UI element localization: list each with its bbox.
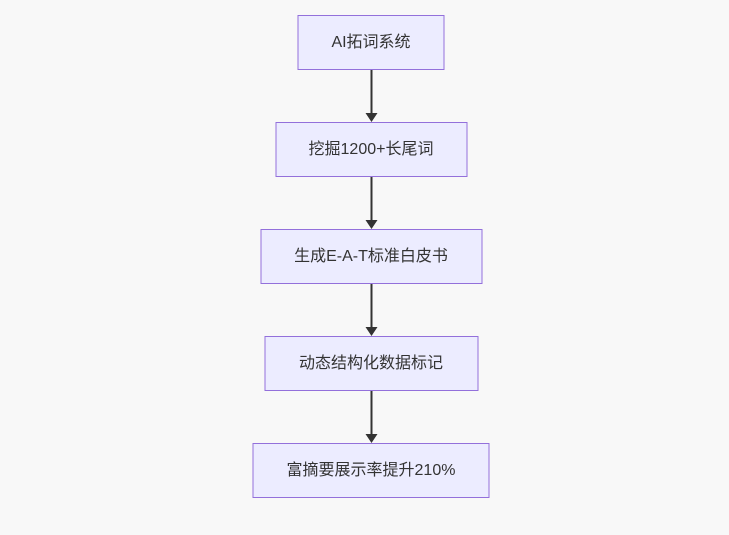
flow-node-rich-snippet-rate-increase: 富摘要展示率提升210%	[252, 443, 490, 498]
node-label: 挖掘1200+长尾词	[308, 140, 434, 158]
arrow-head-icon	[365, 220, 377, 229]
flow-arrow-2	[364, 177, 378, 229]
flow-node-dynamic-structured-data-markup: 动态结构化数据标记	[264, 336, 478, 391]
node-label: 动态结构化数据标记	[298, 354, 443, 372]
flowchart: AI拓词系统 挖掘1200+长尾词 生成E-A-T标准白皮书 动态结构化数据标记…	[252, 15, 490, 498]
arrow-line	[370, 70, 372, 113]
arrow-line	[370, 177, 372, 220]
arrow-head-icon	[365, 327, 377, 336]
flow-arrow-1	[364, 70, 378, 122]
arrow-line	[370, 284, 372, 327]
node-label: AI拓词系统	[331, 33, 411, 51]
flow-node-mine-longtail-keywords: 挖掘1200+长尾词	[275, 122, 467, 177]
arrow-head-icon	[365, 434, 377, 443]
flow-arrow-3	[364, 284, 378, 336]
flow-node-generate-eat-whitepaper: 生成E-A-T标准白皮书	[260, 229, 482, 284]
node-label: 生成E-A-T标准白皮书	[294, 247, 448, 265]
flow-node-ai-word-expansion-system: AI拓词系统	[297, 15, 445, 70]
arrow-head-icon	[365, 113, 377, 122]
node-label: 富摘要展示率提升210%	[286, 461, 456, 479]
arrow-line	[370, 391, 372, 434]
flow-arrow-4	[364, 391, 378, 443]
